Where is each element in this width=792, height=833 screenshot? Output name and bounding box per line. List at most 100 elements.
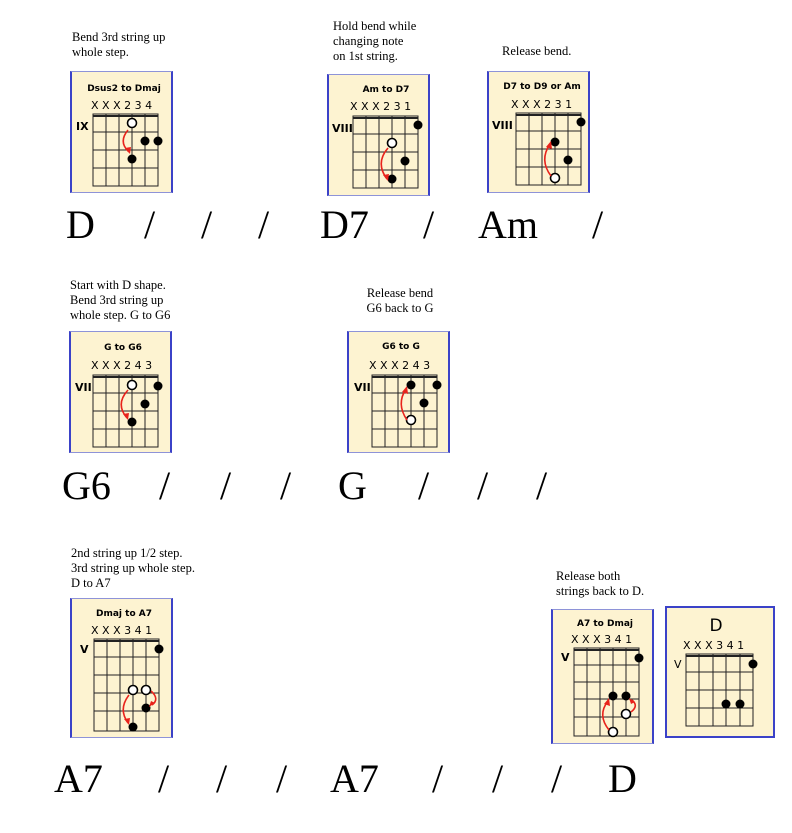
finger-dot: [153, 381, 163, 391]
chord-diagram-d: D X X X 3 4 1 V: [665, 606, 775, 738]
chord-progression-line: G6 / / / G / / /: [0, 466, 792, 508]
finger-dot: [387, 174, 397, 184]
finger-dot: [550, 137, 560, 147]
open-finger-marker: [140, 684, 152, 696]
beat-slash: /: [280, 463, 292, 508]
beat-slash: /: [418, 463, 430, 508]
fretboard-grid: [573, 647, 640, 737]
chord-symbol: G6: [62, 463, 111, 508]
beat-slash: /: [432, 756, 444, 801]
instruction-note: Release bend.: [502, 44, 572, 58]
chord-diagram-svg: G to G6 X X X 2 4 3 VII: [75, 343, 163, 448]
finger-dot: [140, 136, 150, 146]
chord-diagram-svg: G6 to G X X X 2 4 3 VII: [354, 342, 442, 448]
fretboard-grid: [93, 638, 160, 732]
chord-diagram-svg: Am to D7 X X X 2 3 1 VIII: [332, 85, 423, 189]
diagram-fingering: X X X 3 4 1: [571, 633, 632, 646]
open-finger-marker: [126, 117, 138, 129]
diagram-fingering: X X X 2 4 3: [369, 359, 430, 372]
beat-slash: /: [159, 463, 171, 508]
finger-dot: [153, 136, 163, 146]
chord-diagram-d7-to-d9: D7 to D9 or Am X X X 2 3 1 VIII: [487, 71, 590, 193]
finger-dot: [127, 154, 137, 164]
diagram-title: D: [709, 616, 722, 636]
fret-position-label: V: [561, 651, 570, 664]
finger-dot: [563, 155, 573, 165]
finger-dot: [748, 659, 758, 669]
diagram-title: D7 to D9 or Am: [503, 82, 580, 92]
chord-diagram-dsus2-to-dmaj: Dsus2 to Dmaj X X X 2 3 4 IX: [70, 71, 173, 193]
diagram-fingering: X X X 2 3 1: [511, 98, 572, 111]
open-finger-marker: [405, 414, 417, 426]
chord-symbol: A7: [54, 756, 103, 801]
finger-dot: [140, 399, 150, 409]
chord-diagram-svg: Dsus2 to Dmaj X X X 2 3 4 IX: [76, 84, 163, 187]
diagram-title: G6 to G: [382, 342, 420, 352]
chord-symbol: A7: [330, 756, 379, 801]
chord-diagram-svg: Dmaj to A7 X X X 3 4 1 V: [80, 609, 164, 732]
diagram-title: A7 to Dmaj: [577, 619, 633, 629]
finger-dot: [413, 120, 423, 130]
beat-slash: /: [492, 756, 504, 801]
fretboard-grid: [685, 653, 754, 727]
chord-symbol: D: [66, 202, 95, 247]
finger-dot: [634, 653, 644, 663]
finger-dot: [406, 380, 416, 390]
beat-slash: /: [423, 202, 435, 247]
chord-progression-line: D / / / D7 / Am /: [0, 205, 792, 247]
beat-slash: /: [144, 202, 156, 247]
diagram-title: Dmaj to A7: [96, 609, 152, 619]
chord-diagram-svg: D7 to D9 or Am X X X 2 3 1 VIII: [492, 82, 586, 186]
fret-position-label: VII: [354, 381, 371, 394]
diagram-title: Dsus2 to Dmaj: [87, 84, 161, 94]
open-finger-marker: [549, 172, 561, 184]
beat-slash: /: [220, 463, 232, 508]
diagram-title: G to G6: [104, 343, 142, 353]
finger-dot: [576, 117, 586, 127]
chord-diagram-dmaj-to-a7: Dmaj to A7 X X X 3 4 1 V: [70, 598, 173, 738]
chord-progression-line: A7 / / / A7 / / / D: [0, 759, 792, 801]
chord-symbol: G: [338, 463, 367, 508]
fret-position-label: V: [80, 643, 89, 656]
fret-position-label: VII: [75, 381, 92, 394]
instruction-note: Hold bend while changing note on 1st str…: [333, 19, 417, 63]
fret-position-label: V: [674, 658, 682, 671]
chord-diagram-g-to-g6: G to G6 X X X 2 4 3 VII: [69, 331, 172, 453]
instruction-note: 2nd string up 1/2 step. 3rd string up wh…: [71, 546, 195, 590]
chord-diagram-svg: A7 to Dmaj X X X 3 4 1 V: [561, 619, 644, 738]
finger-dot: [127, 417, 137, 427]
diagram-title: Am to D7: [363, 85, 410, 95]
finger-dot: [721, 699, 731, 709]
diagram-fingering: X X X 2 3 1: [350, 100, 411, 113]
fretboard-grid: [92, 374, 159, 448]
fretboard-grid: [92, 113, 159, 187]
beat-slash: /: [158, 756, 170, 801]
beat-slash: /: [276, 756, 288, 801]
open-finger-marker: [607, 726, 619, 738]
finger-dot: [735, 699, 745, 709]
chord-symbol: Am: [478, 202, 538, 247]
open-finger-marker: [127, 684, 139, 696]
beat-slash: /: [551, 756, 563, 801]
instruction-note: Bend 3rd string up whole step.: [72, 30, 166, 59]
diagram-fingering: X X X 2 3 4: [91, 99, 152, 112]
chord-diagram-am-to-d7: Am to D7 X X X 2 3 1 VIII: [327, 74, 430, 196]
finger-dot: [621, 691, 631, 701]
open-finger-marker: [386, 137, 398, 149]
chord-symbol: D7: [320, 202, 369, 247]
beat-slash: /: [592, 202, 604, 247]
beat-slash: /: [201, 202, 213, 247]
chord-symbol: D: [608, 756, 637, 801]
finger-dot: [141, 703, 151, 713]
beat-slash: /: [258, 202, 270, 247]
bend-arrow: [400, 388, 408, 421]
fret-position-label: VIII: [332, 122, 353, 135]
instruction-note: Start with D shape. Bend 3rd string up w…: [70, 278, 171, 322]
fret-position-label: VIII: [492, 119, 513, 132]
chord-diagram-g6-to-g: G6 to G X X X 2 4 3 VII: [347, 331, 450, 453]
chord-diagram-svg: D X X X 3 4 1 V: [674, 616, 758, 727]
diagram-fingering: X X X 3 4 1: [683, 639, 744, 652]
beat-slash: /: [536, 463, 548, 508]
fret-position-label: IX: [76, 120, 89, 133]
instruction-note: Release bend G6 back to G: [366, 286, 434, 315]
